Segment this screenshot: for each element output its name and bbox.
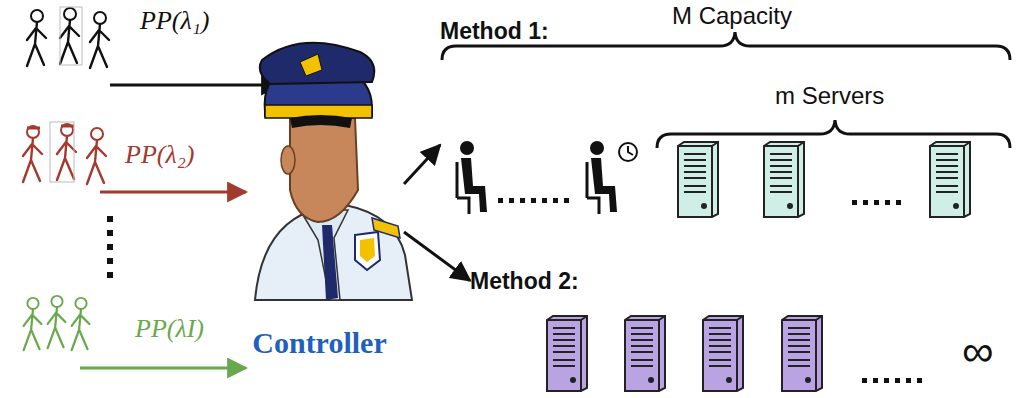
controller-figure: Controller	[235, 40, 404, 360]
node-text: Method 2:	[470, 268, 579, 295]
method-group: Method 2:	[470, 268, 1015, 394]
arrival-rate: PP(λI)	[135, 314, 204, 344]
infinity-symbol: ∞	[962, 326, 993, 376]
servers-label: m Servers	[775, 82, 884, 110]
dispatch-arrow	[404, 145, 440, 184]
node-text: Method 1:	[440, 18, 549, 45]
method-group: Method 1:	[440, 18, 1015, 223]
capacity-label: M Capacity	[672, 2, 792, 30]
arrival-rate: PP(λ₂)	[125, 140, 194, 170]
arrival-rate: PP(λ₁)	[140, 6, 209, 36]
node-text: Controller	[235, 326, 404, 360]
dispatch-arrow	[404, 232, 470, 281]
